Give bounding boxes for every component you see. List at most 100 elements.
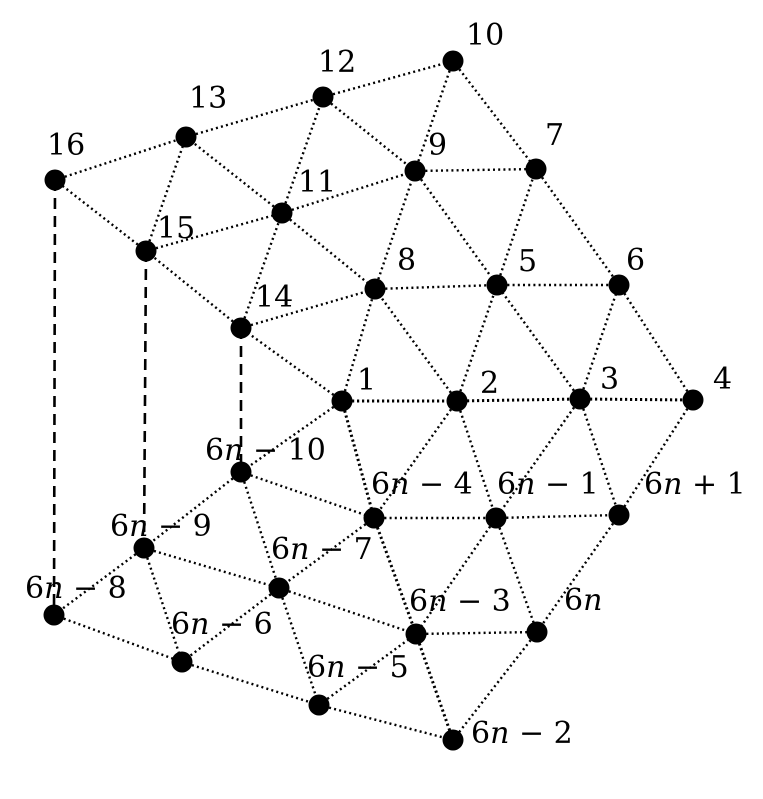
vertex-6nminus4 xyxy=(363,507,385,529)
vertex-6nminus2 xyxy=(442,729,464,751)
edge-6nminus5-6nminus3 xyxy=(318,633,417,706)
vertex-6nminus6 xyxy=(171,651,193,673)
vertex-label-6nminus2: 6n − 2 xyxy=(471,716,573,751)
vertex-6nminus3 xyxy=(405,623,427,645)
vertex-6 xyxy=(608,274,630,296)
vertex-1 xyxy=(331,390,353,412)
vertex-label-6n: 6n xyxy=(564,583,602,618)
vertex-8 xyxy=(364,278,386,300)
vertex-label-11: 11 xyxy=(298,165,336,200)
edge-4-6 xyxy=(617,284,695,401)
vertex-label-6nminus5: 6n − 5 xyxy=(307,650,409,685)
edge-9-5 xyxy=(414,170,498,286)
vertex-16 xyxy=(44,169,66,191)
edge-2-3 xyxy=(456,397,581,403)
edge-6n-6nminus2 xyxy=(452,631,538,741)
vertex-label-3: 3 xyxy=(600,362,619,397)
edge-11-9 xyxy=(281,169,416,215)
vertex-6nplus1 xyxy=(608,504,630,526)
edge-6nminus7-6nminus5 xyxy=(277,587,321,706)
vertex-label-8: 8 xyxy=(397,243,416,278)
vertex-label-6nminus3: 6n − 3 xyxy=(409,584,511,619)
vertex-14 xyxy=(230,317,252,339)
edge-16-13 xyxy=(54,135,187,182)
edge-2-8 xyxy=(374,288,458,402)
edge-15-16 xyxy=(54,179,147,252)
edge-3-6nminus1 xyxy=(495,398,581,519)
vertex-label-6nminus8: 6n − 8 xyxy=(25,571,127,606)
edge-12-10 xyxy=(322,59,454,99)
vertex-label-6nminus7: 6n − 7 xyxy=(271,532,373,567)
vertex-label-12: 12 xyxy=(318,45,356,80)
edge-1-14 xyxy=(240,327,343,402)
edge-6nminus4-6nminus7 xyxy=(278,517,375,589)
edge-layer xyxy=(52,59,695,742)
vertex-6nminus7 xyxy=(268,577,290,599)
edge-6nminus10-6nminus7 xyxy=(239,471,281,589)
edge-6nminus7-6nminus3 xyxy=(278,586,417,636)
vertex-label-15: 15 xyxy=(157,211,195,246)
edge-6nminus9-6nminus7 xyxy=(143,546,280,590)
edge-8-5 xyxy=(374,283,498,291)
vertex-label-9: 9 xyxy=(428,128,447,163)
edge-15-13 xyxy=(144,136,188,252)
vertex-6nminus8 xyxy=(43,604,65,626)
edge-14-8 xyxy=(240,287,376,330)
edge-10-7 xyxy=(452,60,537,170)
vertex-label-14: 14 xyxy=(255,280,293,315)
vertex-6n xyxy=(526,621,548,643)
vertex-13 xyxy=(175,126,197,148)
edge-6nminus3-6nminus2 xyxy=(414,633,455,741)
vertex-2 xyxy=(446,390,468,412)
vertex-7 xyxy=(525,158,547,180)
edge-3-4 xyxy=(579,397,694,402)
vertex-9 xyxy=(404,160,426,182)
edge-6nminus8-6nminus6 xyxy=(53,613,183,664)
edge-15-6nminus9 xyxy=(142,250,148,549)
vertex-15 xyxy=(135,240,157,262)
vertex-label-6nminus10: 6n − 10 xyxy=(205,433,326,468)
vertex-4 xyxy=(682,389,704,411)
vertex-label-6nminus9: 6n − 9 xyxy=(110,509,212,544)
edge-6nminus3-6n xyxy=(415,630,538,636)
vertex-5 xyxy=(486,274,508,296)
vertex-label-1: 1 xyxy=(357,363,376,398)
edge-4-6nplus1 xyxy=(617,399,695,516)
vertex-11 xyxy=(271,202,293,224)
edge-1-8 xyxy=(340,288,377,402)
vertex-6nminus10 xyxy=(230,461,252,483)
edge-7-6 xyxy=(535,168,620,286)
edge-6nminus5-6nminus2 xyxy=(318,703,454,742)
vertex-label-4: 4 xyxy=(713,362,732,397)
vertex-label-6nminus6: 6n − 6 xyxy=(171,607,273,642)
vertex-label-2: 2 xyxy=(480,366,499,401)
vertex-label-5: 5 xyxy=(518,244,537,279)
edge-14-15 xyxy=(145,250,242,329)
vertex-label-6nplus1: 6n + 1 xyxy=(644,467,746,502)
edge-6nminus9-6nminus6 xyxy=(142,547,184,663)
vertex-6nminus9 xyxy=(133,537,155,559)
vertex-label-13: 13 xyxy=(189,81,227,116)
edge-16-6nminus8 xyxy=(52,179,57,616)
vertex-label-10: 10 xyxy=(466,18,504,53)
edge-6nminus10-6nminus4 xyxy=(240,470,375,520)
vertex-6nminus5 xyxy=(308,694,330,716)
vertex-label-6nminus4: 6n − 4 xyxy=(371,467,473,502)
vertex-label-16: 16 xyxy=(47,128,85,163)
vertex-layer xyxy=(43,50,704,751)
edge-6nminus6-6nminus5 xyxy=(181,660,320,707)
edge-11-13 xyxy=(185,136,283,214)
edge-6nminus4-6nminus3 xyxy=(372,517,418,635)
vertex-10 xyxy=(442,50,464,72)
edge-9-7 xyxy=(414,167,537,173)
vertex-label-6nminus1: 6n − 1 xyxy=(497,467,599,502)
vertex-label-6: 6 xyxy=(626,243,645,278)
edge-3-6 xyxy=(578,284,621,400)
edge-1-6nminus4 xyxy=(340,400,376,519)
vertex-12 xyxy=(312,86,334,108)
edge-6nminus1-6nplus1 xyxy=(495,513,620,520)
edge-11-8 xyxy=(281,212,376,290)
edge-3-5 xyxy=(496,284,581,400)
